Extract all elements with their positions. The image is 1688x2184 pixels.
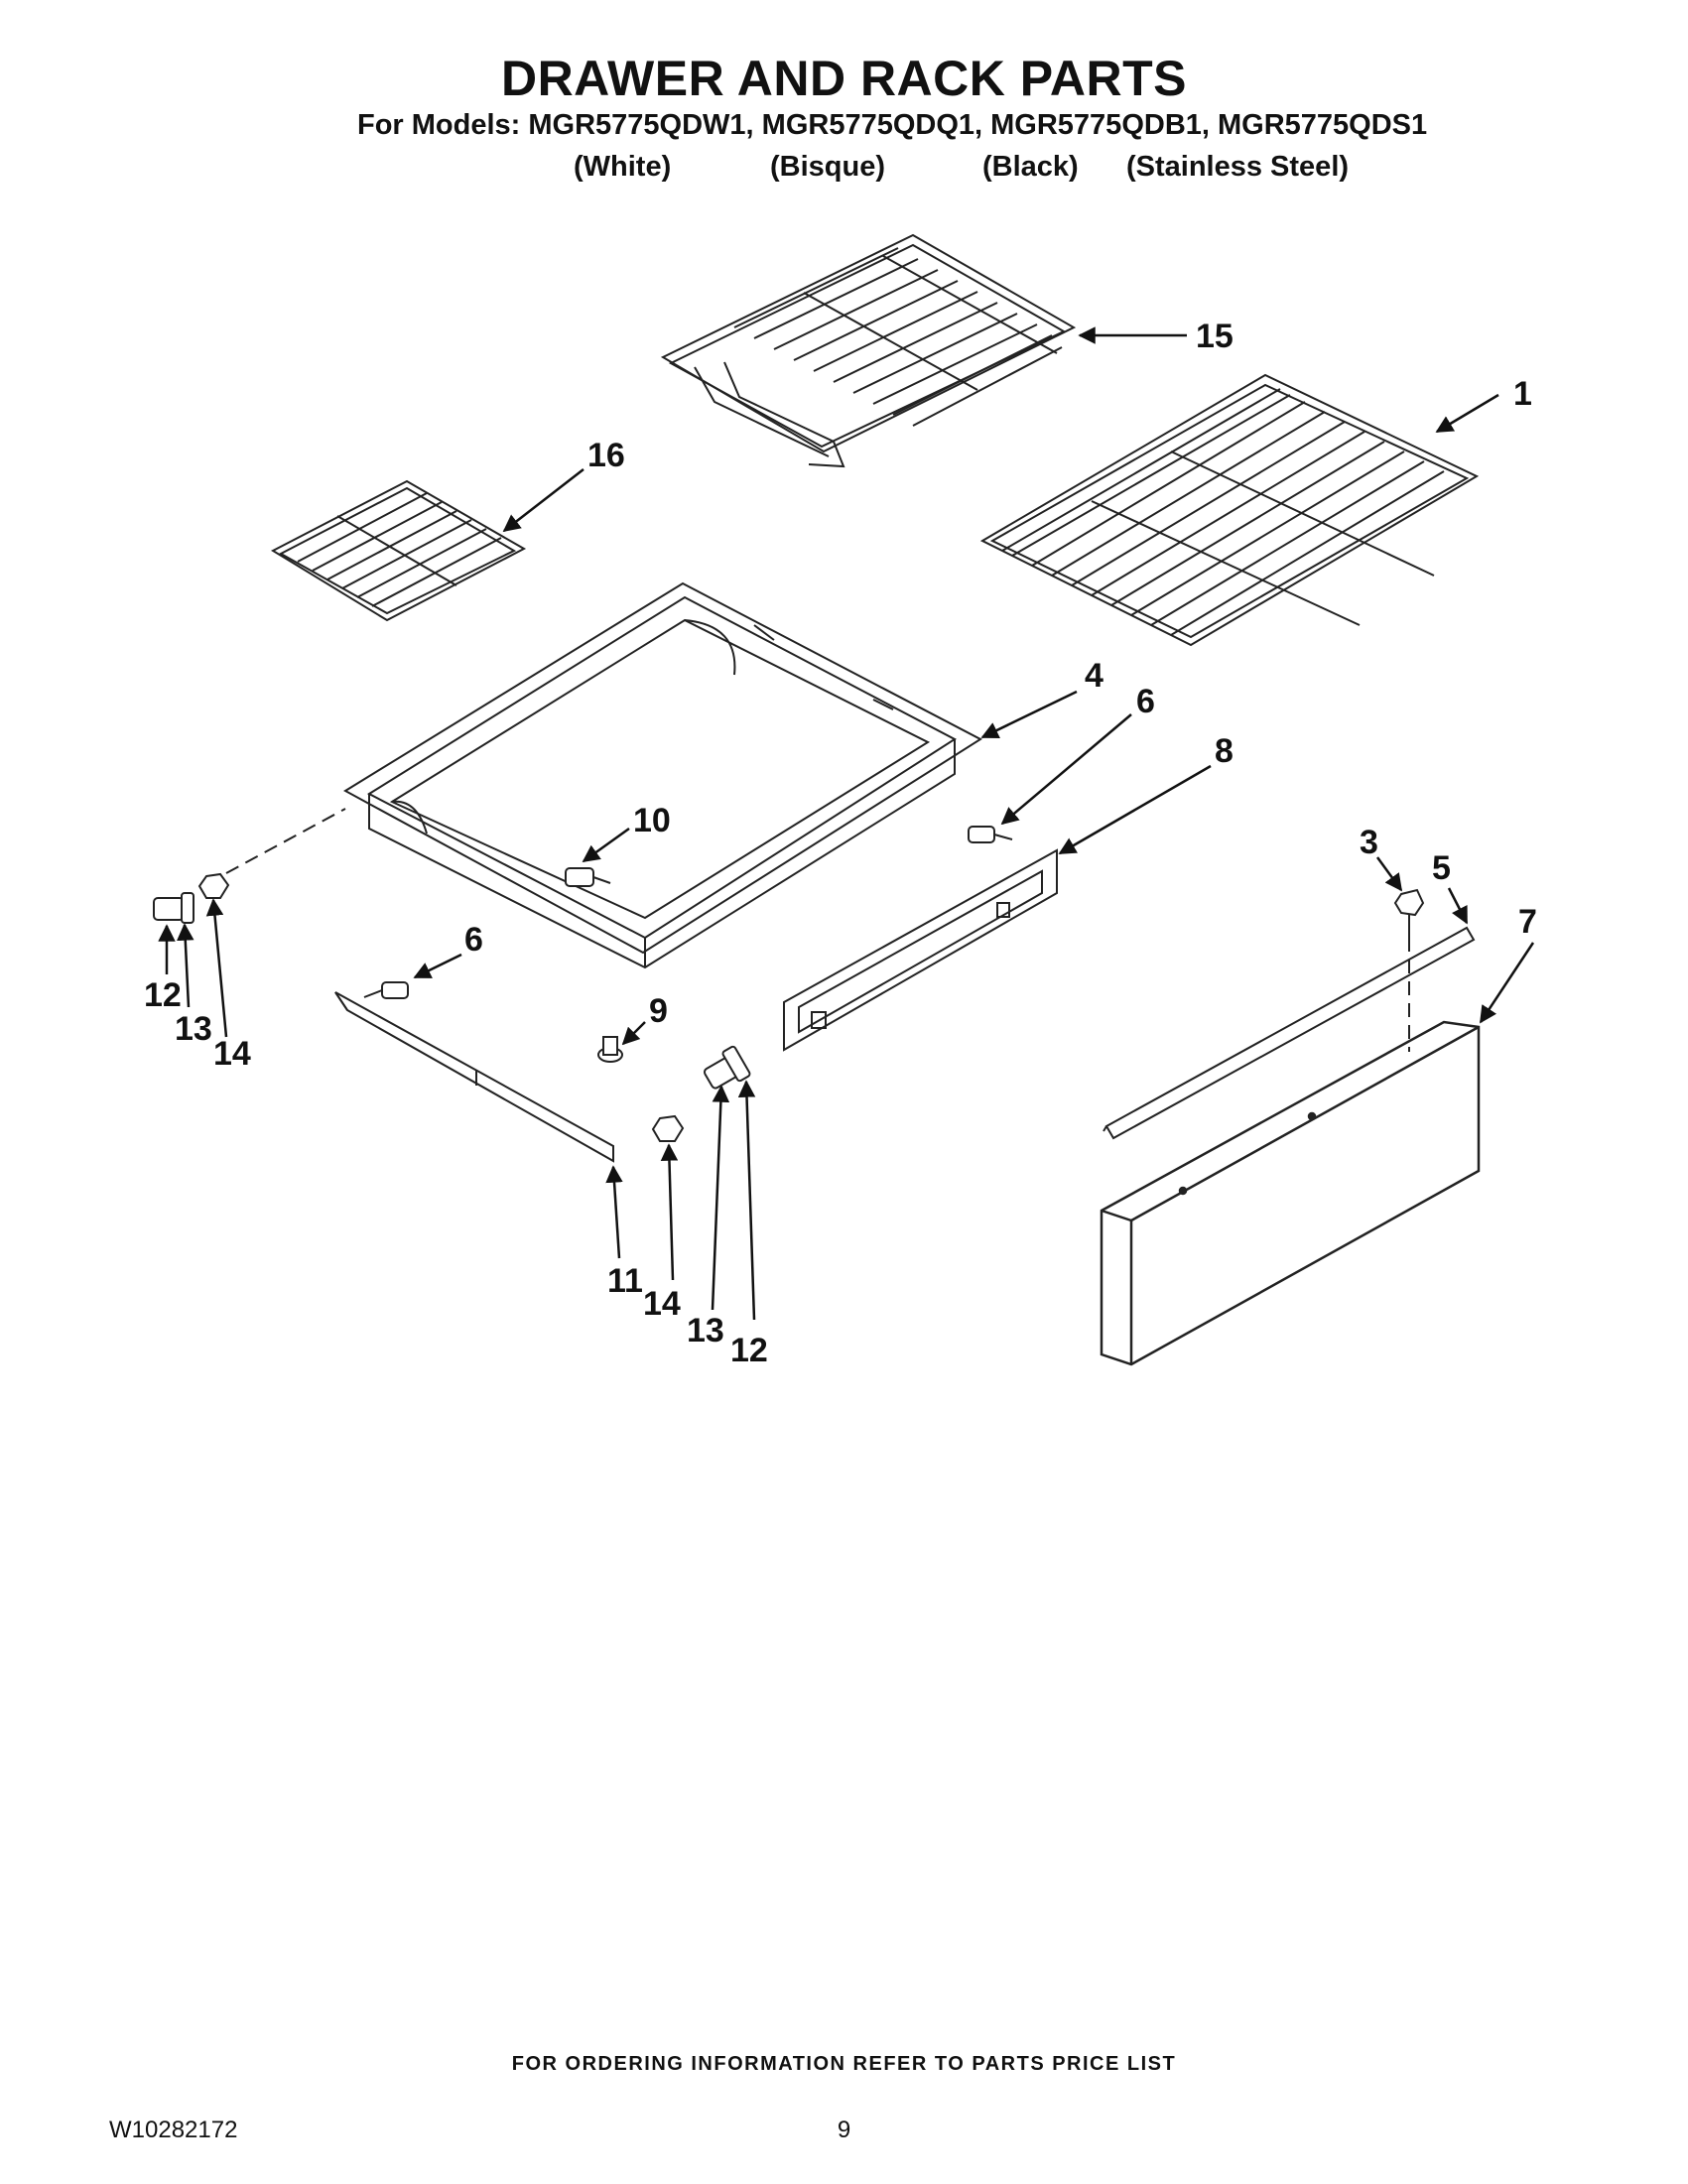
mounting-bolt-right xyxy=(703,1045,751,1090)
callout-9: 9 xyxy=(649,992,668,1030)
models-line: For Models: MGR5775QDW1, MGR5775QDQ1, MG… xyxy=(357,109,1428,141)
variant-bisque: (Bisque) xyxy=(770,151,885,183)
glide-part-9 xyxy=(597,1036,623,1063)
callout-5: 5 xyxy=(1432,849,1451,887)
drawer-pan-part xyxy=(343,581,983,969)
hex-nut-left xyxy=(197,872,230,899)
callout-7: 7 xyxy=(1518,903,1537,941)
callout-14-right: 14 xyxy=(643,1285,681,1323)
oven-rack-part xyxy=(979,373,1480,647)
document-number: W10282172 xyxy=(109,2117,238,2143)
callout-16: 16 xyxy=(587,437,625,474)
screw-part-6-upper xyxy=(968,826,1013,843)
callout-1: 1 xyxy=(1513,375,1532,413)
slide-out-rack-part xyxy=(660,233,1077,468)
variant-white: (White) xyxy=(574,151,672,183)
screw-part-6-lower xyxy=(363,981,409,999)
callout-13-left: 13 xyxy=(175,1010,212,1048)
callout-12-left: 12 xyxy=(144,976,182,1014)
screw-part-3 xyxy=(1393,888,1425,938)
callout-6-upper: 6 xyxy=(1136,683,1155,720)
half-rack-part xyxy=(270,479,527,622)
assembly-guide-lines xyxy=(225,808,1410,1052)
mounting-bolt-left xyxy=(153,892,195,924)
hardware-parts xyxy=(153,826,1425,1142)
callout-labels: 15 1 16 4 6 8 10 6 9 3 5 7 12 13 14 11 1… xyxy=(144,318,1537,1369)
ordering-note: FOR ORDERING INFORMATION REFER TO PARTS … xyxy=(511,2053,1177,2075)
callout-3: 3 xyxy=(1360,824,1378,861)
front-support-rail-part xyxy=(334,991,614,1163)
callout-15: 15 xyxy=(1196,318,1234,355)
callout-13-right: 13 xyxy=(687,1312,724,1349)
drawer-front-panel-part xyxy=(1100,1020,1481,1366)
callout-14-left: 14 xyxy=(213,1035,251,1073)
callout-10: 10 xyxy=(633,802,671,839)
callout-11: 11 xyxy=(607,1262,643,1300)
screw-part-10 xyxy=(565,867,611,887)
variant-stainless-steel: (Stainless Steel) xyxy=(1126,151,1350,183)
page-title: DRAWER AND RACK PARTS xyxy=(500,51,1188,106)
callout-12-right: 12 xyxy=(730,1332,768,1369)
leader-arrows xyxy=(158,326,1535,1321)
callout-6-lower: 6 xyxy=(464,921,483,959)
callout-4: 4 xyxy=(1085,657,1104,695)
callout-8: 8 xyxy=(1215,732,1234,770)
variant-black: (Black) xyxy=(982,151,1079,183)
drawer-glide-bracket-part xyxy=(783,848,1058,1052)
trim-strip-part xyxy=(1103,926,1476,1140)
hex-nut-right xyxy=(651,1114,685,1142)
page-number: 9 xyxy=(837,2117,851,2143)
